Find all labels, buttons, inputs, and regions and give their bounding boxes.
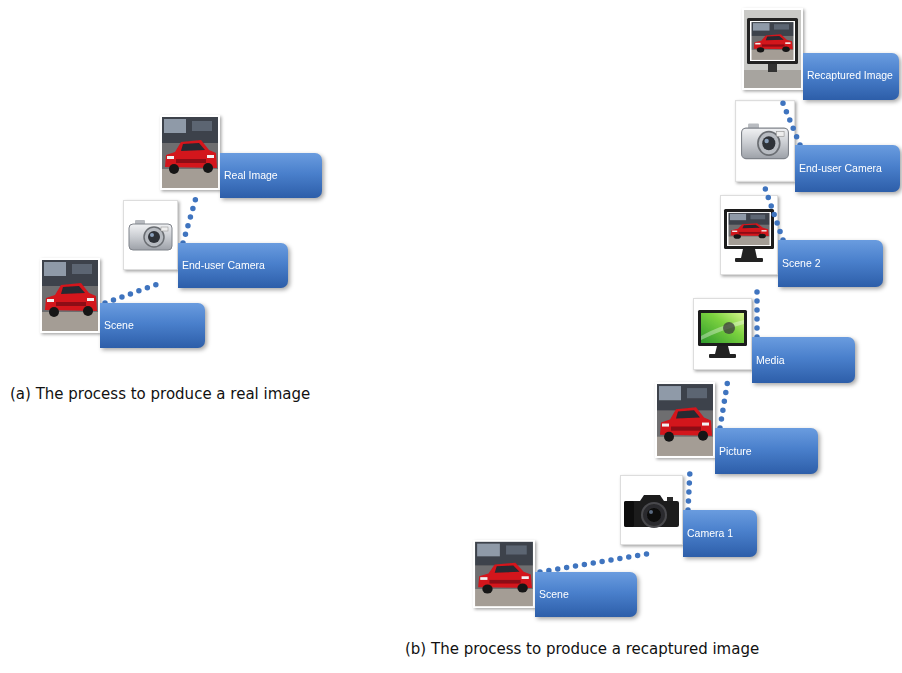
dotted-connector [540, 553, 653, 572]
process-bar: Scene [75, 303, 205, 348]
process-bar: End-user Camera [158, 243, 288, 288]
step-label: End-user Camera [799, 162, 882, 175]
process-bar: Real Image [197, 153, 322, 198]
dotted-connector [720, 379, 728, 428]
process-bar: Picture [690, 428, 818, 474]
step-label: End-user Camera [182, 259, 265, 272]
process-bar: Media [728, 337, 855, 383]
dotted-connector [688, 470, 690, 510]
step-label: Scene [104, 319, 134, 332]
dotted-connector [754, 283, 760, 337]
step-label: Scene [539, 588, 569, 601]
dotted-connector [105, 284, 158, 303]
figure-caption: (a) The process to produce a real image [10, 385, 310, 403]
process-bar: Recaptured Image [780, 53, 899, 100]
figure-caption: (b) The process to produce a recaptured … [405, 640, 759, 658]
process-bar: End-user Camera [765, 145, 900, 192]
dotted-connector [183, 194, 197, 243]
dotted-connector [765, 188, 783, 240]
process-bar: Scene 2 [757, 240, 883, 287]
dotted-connector [780, 96, 800, 145]
step-label: Real Image [224, 169, 278, 182]
step-label: Recaptured Image [807, 70, 893, 83]
step-label: Scene 2 [782, 257, 821, 270]
step-label: Camera 1 [687, 527, 733, 540]
step-label: Media [756, 354, 785, 367]
step-label: Picture [719, 445, 752, 458]
process-bar: Scene [508, 572, 637, 617]
process-bar: Camera 1 [653, 510, 757, 557]
